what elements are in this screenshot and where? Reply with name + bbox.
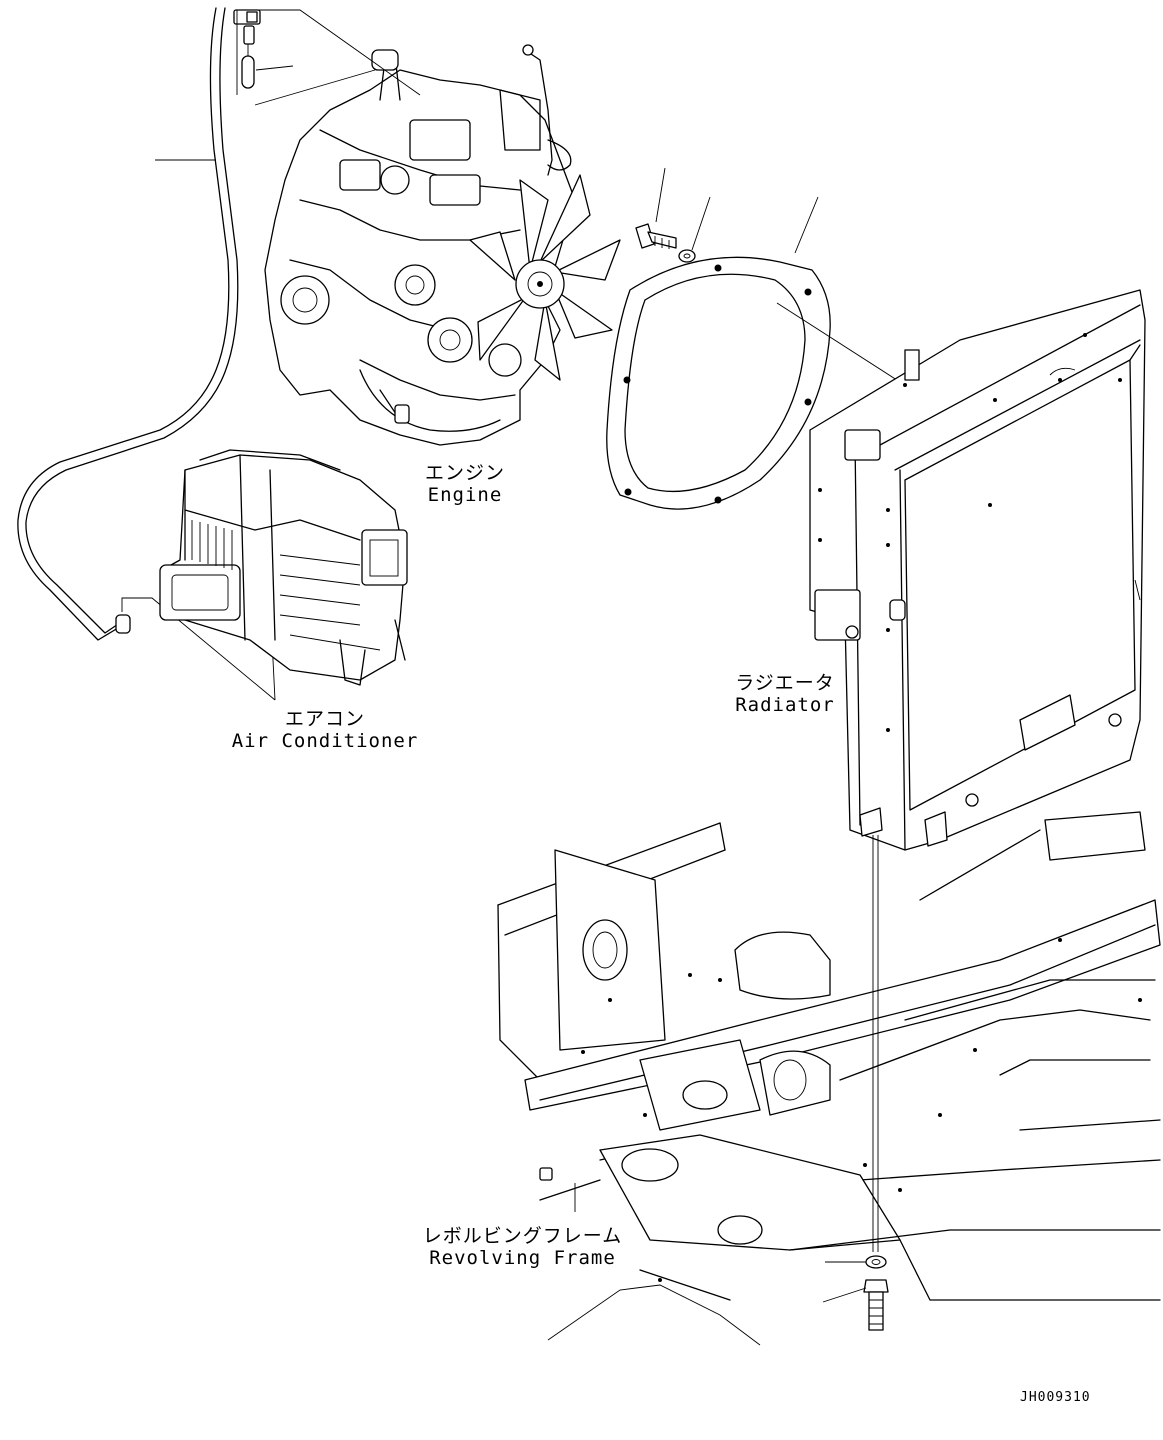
air-conditioner-label: エアコン Air Conditioner xyxy=(200,708,450,752)
fan-shroud-ring xyxy=(606,196,901,510)
engine-label-jp: エンジン xyxy=(424,462,505,484)
engine-illustration xyxy=(264,44,621,446)
shroud-bolt-and-washer xyxy=(635,167,711,263)
engine-label-en: Engine xyxy=(427,484,503,506)
revolving-frame-label-jp: レボルビングフレーム xyxy=(422,1225,623,1247)
air-conditioner-label-jp: エアコン xyxy=(284,708,365,730)
engine-label: エンジン Engine xyxy=(405,462,525,506)
radiator-label-en: Radiator xyxy=(735,694,835,716)
air-conditioner-label-en: Air Conditioner xyxy=(231,730,419,752)
radiator-label: ラジエータ Radiator xyxy=(715,672,855,716)
radiator-mount-bolt-and-washer xyxy=(822,835,889,1331)
revolving-frame-illustration xyxy=(497,811,1161,1346)
air-conditioner-illustration xyxy=(159,449,408,686)
radiator-illustration xyxy=(809,289,1146,851)
revolving-frame-label-en: Revolving Frame xyxy=(429,1247,616,1269)
hose-fitting-parts xyxy=(233,9,421,106)
drawing-code: JH009310 xyxy=(1020,1390,1091,1405)
air-conditioner-hose xyxy=(17,7,276,701)
radiator-label-jp: ラジエータ xyxy=(735,672,835,694)
revolving-frame-label: レボルビングフレーム Revolving Frame xyxy=(405,1225,640,1269)
